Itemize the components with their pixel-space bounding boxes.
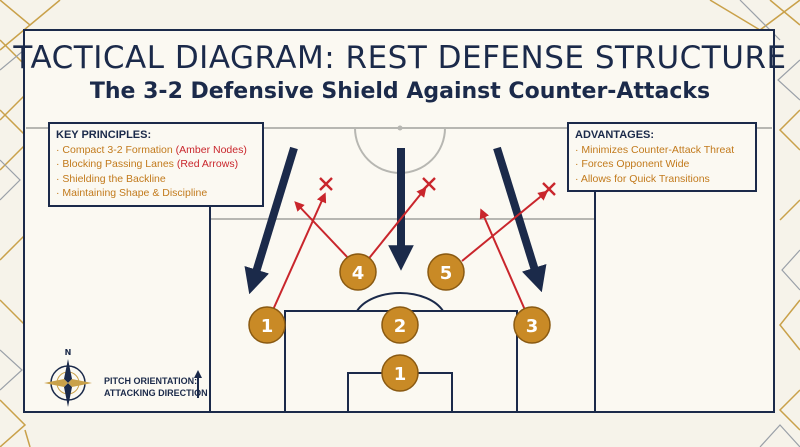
player-label: 5 xyxy=(440,263,453,284)
red-arrow-1 xyxy=(267,192,327,322)
red-arrow-2 xyxy=(294,201,351,261)
red-arrow-3 xyxy=(361,186,427,268)
player-label: 1 xyxy=(261,316,274,337)
page-title: TACTICAL DIAGRAM: REST DEFENSE STRUCTURE xyxy=(13,40,787,76)
compass-north-label: N xyxy=(65,348,72,357)
list-item: Compact 3-2 Formation (Amber Nodes) xyxy=(56,143,256,158)
cross-marks xyxy=(319,177,556,196)
pressing-arrows xyxy=(244,146,547,295)
player-label: 2 xyxy=(394,316,407,337)
red-arrow-5 xyxy=(479,208,526,311)
list-item: Blocking Passing Lanes (Red Arrows) xyxy=(56,157,256,172)
key-principles-box: KEY PRINCIPLES: Compact 3-2 Formation (A… xyxy=(48,122,264,207)
list-item: Minimizes Counter-Attack Threat xyxy=(575,143,749,158)
cross-mark-2 xyxy=(422,177,436,191)
advantages-list: Minimizes Counter-Attack Threat Forces O… xyxy=(575,143,749,187)
player-label: 1 xyxy=(394,364,407,385)
player-node-left-mid: 4 xyxy=(339,253,377,291)
penalty-arc xyxy=(356,291,444,312)
center-spot xyxy=(397,125,403,131)
key-principles-list: Compact 3-2 Formation (Amber Nodes) Bloc… xyxy=(56,143,256,201)
passing-lane-arrows xyxy=(267,186,549,322)
pitch-orientation-label: PITCH ORIENTATION: ATTACKING DIRECTION xyxy=(104,376,208,398)
pressing-arrow-left xyxy=(244,146,298,295)
cross-mark-1 xyxy=(319,177,333,191)
player-nodes: 1 2 3 4 5 1 xyxy=(248,253,551,392)
list-item: Allows for Quick Transitions xyxy=(575,172,749,187)
list-item: Forces Opponent Wide xyxy=(575,157,749,172)
player-node-center-back: 2 xyxy=(381,306,419,344)
key-principles-heading: KEY PRINCIPLES: xyxy=(56,129,152,141)
list-item: Maintaining Shape & Discipline xyxy=(56,186,256,201)
player-label: 3 xyxy=(526,316,539,337)
pressing-arrow-right xyxy=(493,146,547,293)
red-arrow-4 xyxy=(461,190,549,262)
compass-icon: N xyxy=(44,348,92,407)
player-node-right-mid: 5 xyxy=(427,253,465,291)
attacking-direction-arrow-icon xyxy=(194,370,202,398)
player-node-goalkeeper: 1 xyxy=(381,354,419,392)
advantages-heading: ADVANTAGES: xyxy=(575,129,655,141)
page-subtitle: The 3-2 Defensive Shield Against Counter… xyxy=(89,79,711,104)
list-item: Shielding the Backline xyxy=(56,172,256,187)
player-node-left-back: 1 xyxy=(248,306,286,344)
player-label: 4 xyxy=(352,263,365,284)
cross-mark-3 xyxy=(542,182,556,196)
advantages-box: ADVANTAGES: Minimizes Counter-Attack Thr… xyxy=(567,122,757,192)
player-node-right-back: 3 xyxy=(513,306,551,344)
